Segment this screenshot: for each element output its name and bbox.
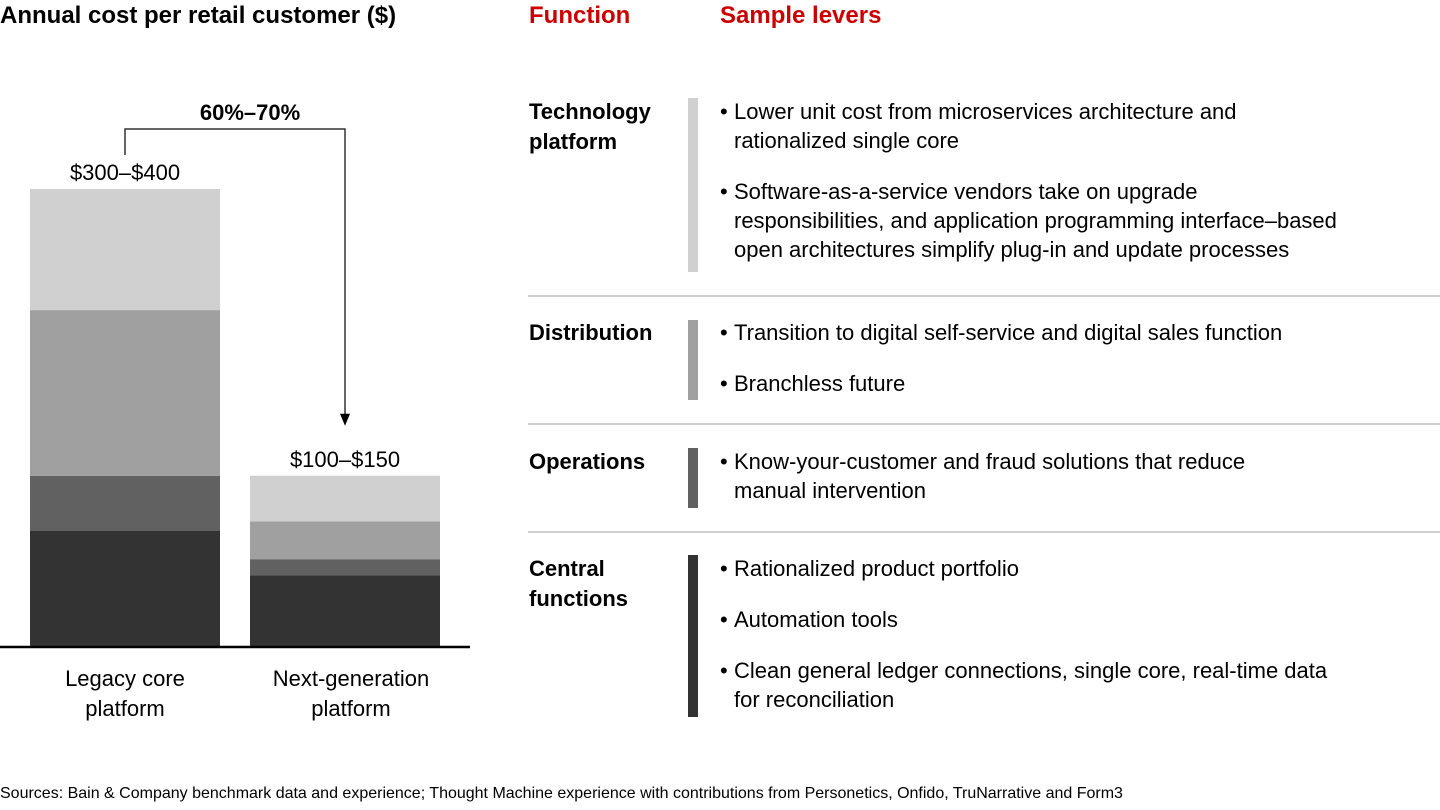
lever-line: for reconciliation <box>734 687 895 712</box>
lever-item: Know-your-customer and fraud solutions t… <box>720 447 1440 505</box>
row-divider <box>528 423 1440 425</box>
levers-column-header: Sample levers <box>720 2 882 29</box>
levers-list-central-functions: Rationalized product portfolio Automatio… <box>720 554 1440 736</box>
lever-item: Transition to digital self-service and d… <box>720 318 1440 347</box>
function-column-header: Function <box>529 2 631 29</box>
lever-item: Automation tools <box>720 605 1440 634</box>
bar-segment-operations <box>30 475 220 531</box>
color-key-bar-operations <box>688 448 698 508</box>
lever-item: Lower unit cost from microservices archi… <box>720 97 1440 155</box>
lever-line: Software-as-a-service vendors take on up… <box>734 179 1198 204</box>
color-key-bar-technology-platform <box>688 98 698 272</box>
function-label-line: platform <box>529 129 617 154</box>
function-label-line: Operations <box>529 449 646 474</box>
function-label-line: Distribution <box>529 320 653 345</box>
lever-line: responsibilities, and application progra… <box>734 208 1337 233</box>
row-divider <box>528 295 1440 297</box>
total-label: $300–$400 <box>70 160 180 185</box>
category-label: platform <box>311 696 390 721</box>
color-key-bar-distribution <box>688 320 698 400</box>
lever-line: open architectures simplify plug-in and … <box>734 237 1290 262</box>
reduction-annotation: 60%–70% <box>200 100 300 125</box>
function-label-line: Central <box>529 556 605 581</box>
bar-segment-operations <box>250 559 440 576</box>
levers-list-operations: Know-your-customer and fraud solutions t… <box>720 447 1440 527</box>
lever-item: Software-as-a-service vendors take on up… <box>720 177 1440 264</box>
function-label-distribution: Distribution <box>529 318 679 348</box>
function-label-operations: Operations <box>529 447 679 477</box>
bar-segment-central-functions <box>30 530 220 646</box>
bar-segment-distribution <box>30 310 220 476</box>
levers-list-technology-platform: Lower unit cost from microservices archi… <box>720 97 1440 286</box>
category-label: Legacy core <box>65 666 185 691</box>
row-divider <box>528 531 1440 533</box>
lever-line: Rationalized product portfolio <box>734 556 1019 581</box>
color-key-bar-central-functions <box>688 555 698 717</box>
chart-title: Annual cost per retail customer ($) <box>0 2 397 29</box>
lever-line: Automation tools <box>734 607 898 632</box>
function-label-technology-platform: Technology platform <box>529 97 679 157</box>
lever-line: Know-your-customer and fraud solutions t… <box>734 449 1246 474</box>
lever-line: rationalized single core <box>734 128 960 153</box>
lever-item: Branchless future <box>720 369 1440 398</box>
bar-segment-central-functions <box>250 575 440 646</box>
lever-line: Clean general ledger connections, single… <box>734 658 1328 683</box>
arrow-down-icon <box>340 413 350 426</box>
category-label: platform <box>85 696 164 721</box>
levers-list-distribution: Transition to digital self-service and d… <box>720 318 1440 420</box>
lever-line: manual intervention <box>734 478 927 503</box>
lever-item: Rationalized product portfolio <box>720 554 1440 583</box>
lever-line: Branchless future <box>734 371 906 396</box>
bar-segment-technology-platform <box>30 189 220 311</box>
function-label-central-functions: Central functions <box>529 554 679 614</box>
sources-footnote: Sources: Bain & Company benchmark data a… <box>0 785 1123 802</box>
lever-line: Transition to digital self-service and d… <box>734 320 1283 345</box>
total-label: $100–$150 <box>290 447 400 472</box>
reduction-bracket <box>124 128 346 418</box>
lever-item: Clean general ledger connections, single… <box>720 656 1440 714</box>
lever-line: Lower unit cost from microservices archi… <box>734 99 1237 124</box>
category-label: Next-generation <box>273 666 430 691</box>
function-label-line: functions <box>529 586 628 611</box>
bar-segment-distribution <box>250 521 440 560</box>
bar-segment-technology-platform <box>250 475 440 522</box>
function-label-line: Technology <box>529 99 651 124</box>
